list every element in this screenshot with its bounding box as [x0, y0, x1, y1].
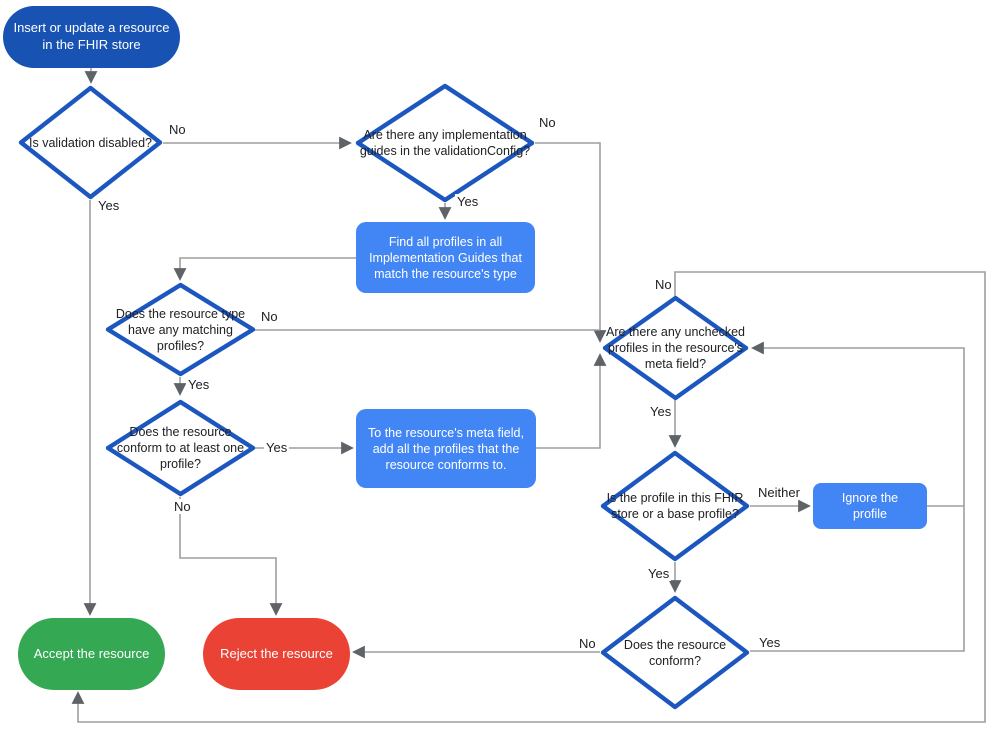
diamond-shape — [600, 595, 750, 710]
decision-profile-in-store-label: Is the profile in this FHIR store or a b… — [606, 491, 744, 521]
label-matching-profiles-no: No — [259, 309, 280, 324]
label-implementation-guides-yes: Yes — [455, 194, 481, 209]
start-terminal: Insert or update a resource in the FHIR … — [3, 6, 180, 68]
label-resource-conform-yes: Yes — [757, 635, 783, 650]
edge-find-profiles-to-matching — [173, 257, 356, 281]
label-implementation-guides-no: No — [537, 115, 558, 130]
label-unchecked-profiles-no: No — [653, 277, 674, 292]
label-profile-in-store-neither: Neither — [756, 485, 802, 500]
decision-profile-in-store: Is the profile in this FHIR store or a b… — [600, 450, 750, 562]
diamond-shape — [602, 295, 749, 401]
start-label: Insert or update a resource in the FHIR … — [13, 20, 170, 52]
reject-label: Reject the resource — [220, 645, 333, 661]
accept-label: Accept the resource — [33, 645, 150, 661]
edge-implementation-guides-no — [535, 142, 607, 343]
decision-matching-profiles-label: Does the resource type have any matching… — [115, 306, 246, 353]
decision-unchecked-profiles-label: Are there any unchecked profiles in the … — [606, 325, 745, 371]
diamond-shape — [18, 85, 163, 200]
label-validation-disabled-yes: Yes — [96, 198, 122, 213]
diamond-shape — [355, 83, 535, 203]
decision-conform-one-label: Does the resource conform to at least on… — [116, 425, 245, 471]
accept-terminal: Accept the resource — [18, 618, 165, 690]
process-find-profiles-label: Find all profiles in all Implementation … — [369, 234, 522, 281]
edge-resource-conform-yes-loop — [750, 341, 965, 652]
process-find-profiles: Find all profiles in all Implementation … — [356, 222, 535, 293]
decision-matching-profiles: Does the resource type have any matching… — [105, 282, 256, 377]
edge-conform-one-no-reject — [179, 497, 283, 616]
label-unchecked-profiles-yes: Yes — [648, 404, 674, 419]
diamond-shape — [600, 450, 750, 562]
process-ignore-profile-label: Ignore the profile — [841, 491, 899, 521]
decision-validation-disabled: Is validation disabled? — [18, 85, 163, 200]
label-matching-profiles-yes: Yes — [186, 377, 212, 392]
process-ignore-profile: Ignore the profile — [813, 483, 927, 529]
label-validation-disabled-no: No — [167, 122, 188, 137]
process-add-profiles-label: To the resource's meta field, add all th… — [368, 425, 524, 472]
edge-add-profiles-to-unchecked — [536, 353, 607, 449]
reject-terminal: Reject the resource — [203, 618, 350, 690]
diamond-shape — [105, 282, 256, 377]
label-profile-in-store-yes: Yes — [646, 566, 672, 581]
label-resource-conform-no: No — [577, 636, 598, 651]
decision-resource-conform: Does the resource conform? — [600, 595, 750, 710]
decision-validation-disabled-label: Is validation disabled? — [29, 135, 152, 150]
diamond-shape — [105, 399, 256, 497]
decision-conform-one: Does the resource conform to at least on… — [105, 399, 256, 497]
decision-resource-conform-label: Does the resource conform? — [623, 637, 727, 668]
process-add-profiles: To the resource's meta field, add all th… — [356, 409, 536, 488]
edge-unchecked-no-accept — [71, 271, 986, 723]
decision-unchecked-profiles: Are there any unchecked profiles in the … — [602, 295, 749, 401]
label-conform-one-no: No — [172, 499, 193, 514]
label-conform-one-yes: Yes — [264, 440, 290, 455]
decision-implementation-guides-label: Are there any implementation guides in t… — [359, 128, 531, 158]
decision-implementation-guides: Are there any implementation guides in t… — [355, 83, 535, 203]
